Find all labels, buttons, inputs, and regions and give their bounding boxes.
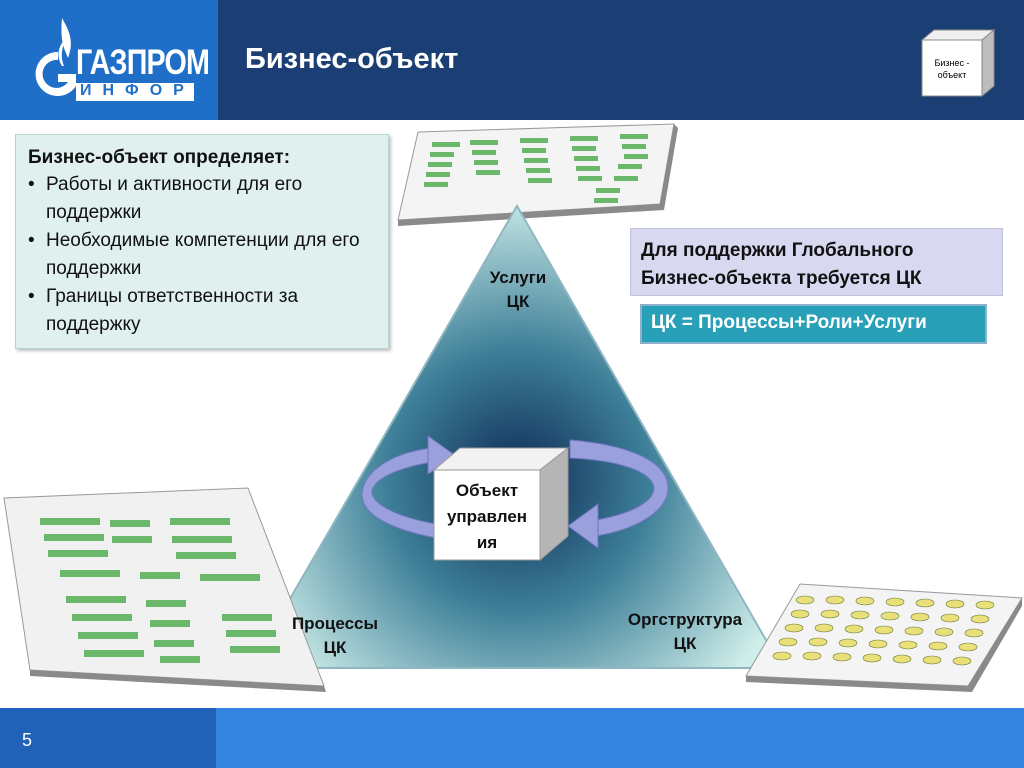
footer-left-block: [0, 708, 216, 768]
vertex-label-services: Услуги ЦК: [468, 266, 568, 314]
list-item: • Работы и активности для его поддержки: [28, 171, 376, 227]
logo-sub-bar: [76, 83, 194, 101]
bullet-icon: •: [28, 230, 35, 251]
bullet-icon: •: [28, 286, 35, 307]
vertex-label-line: ЦК: [506, 292, 530, 311]
list-item-text: Необходимые компетенции для его поддержк…: [46, 230, 360, 279]
logo-subtitle: ИНФОРМ: [80, 82, 219, 99]
processes-thumbnail: [3, 487, 326, 692]
list-item-text: Границы ответственности за поддержку: [46, 286, 299, 335]
definition-box: Бизнес-объект определяет: • Работы и акти…: [15, 134, 389, 349]
list-item: • Границы ответственности за поддержку: [28, 283, 376, 339]
triangle: [248, 203, 784, 669]
formula-box: ЦК = Процессы+Роли+Услуги: [640, 304, 987, 344]
vertex-label-orgstructure: Оргструктура ЦК: [615, 608, 755, 656]
definition-list: • Работы и активности для его поддержки •…: [28, 171, 376, 339]
center-label-line: управлен: [446, 507, 528, 526]
logo: ГАЗПРОМ ИНФОРМ: [0, 0, 218, 120]
vertex-label-line: ЦК: [323, 638, 347, 657]
list-item: • Необходимые компетенции для его поддерж…: [28, 227, 376, 283]
services-thumbnail: [397, 123, 678, 226]
vertex-label-line: Оргструктура: [627, 610, 743, 629]
page-number: 5: [22, 730, 33, 750]
vertex-label-processes: Процессы ЦК: [275, 612, 395, 660]
statement-box: Для поддержки Глобального Бизнес-объекта…: [630, 228, 1003, 296]
page-title: Бизнес-объект: [245, 43, 459, 75]
center-label-line: Объект: [455, 481, 519, 500]
cube-icon-label: Бизнес - объект: [934, 58, 970, 80]
cube-icon: [920, 28, 996, 98]
orgstructure-thumbnail: [745, 583, 1023, 692]
list-item-text: Работы и активности для его поддержки: [46, 174, 303, 223]
center-label: Объект управлен ия: [434, 478, 540, 556]
flame-icon: [35, 18, 76, 96]
control-object-cube: [432, 446, 570, 562]
bullet-icon: •: [28, 174, 35, 195]
vertex-label-line: Процессы: [291, 614, 379, 633]
cycle-arrows: [361, 435, 669, 549]
center-label-line: ия: [476, 533, 498, 552]
definition-title: Бизнес-объект определяет:: [28, 147, 291, 168]
logo-name: ГАЗПРОМ: [76, 43, 210, 82]
vertex-label-line: ЦК: [673, 634, 697, 653]
vertex-label-line: Услуги: [489, 268, 547, 287]
